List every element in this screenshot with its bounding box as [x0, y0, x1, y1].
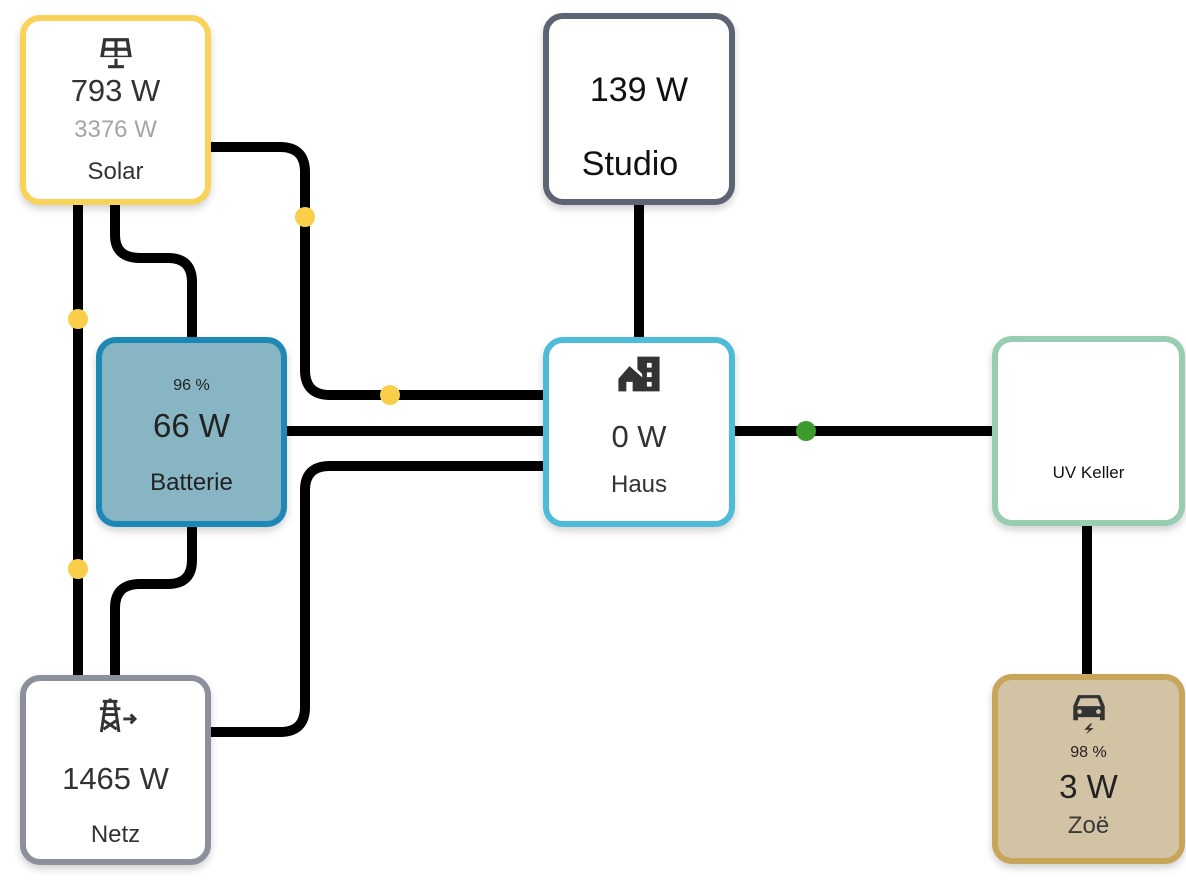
home-label: Haus [610, 471, 668, 498]
keller-label: UV Keller [1052, 463, 1125, 482]
keller-node[interactable]: UV Keller [992, 336, 1185, 526]
grid-label: Netz [90, 821, 141, 848]
flow-line-solar-battery [110, 205, 197, 337]
home-city-icon [549, 355, 729, 393]
zoe-power: 3 W [1059, 768, 1118, 805]
solar-total: 3376 W [74, 116, 157, 143]
battery-percent: 96 % [173, 377, 210, 394]
flow-line-solar-home [211, 142, 543, 400]
solar-power: 793 W [70, 73, 161, 108]
home-power: 0 W [611, 419, 667, 454]
car-electric-icon [998, 692, 1179, 736]
grid-power: 1465 W [62, 761, 169, 796]
battery-node[interactable]: 96 % 66 W Batterie [96, 337, 287, 527]
flow-line-grid-home [211, 461, 543, 737]
flow-dot-solar-grid [68, 309, 88, 329]
flow-dot-solar-home [380, 385, 400, 405]
zoe-label: Zoë [1067, 812, 1110, 839]
battery-label: Batterie [150, 469, 233, 496]
home-node[interactable]: 0 W Haus [543, 337, 735, 527]
zoe-percent: 98 % [1070, 744, 1107, 761]
flow-dot-home-keller [796, 421, 816, 441]
flow-dot-solar-home [295, 207, 315, 227]
grid-node[interactable]: 1465 W Netz [20, 675, 211, 865]
studio-node[interactable]: 139 W Studio [543, 13, 735, 205]
studio-power: 139 W [589, 71, 689, 109]
zoe-node[interactable]: 98 % 3 W Zoë [992, 674, 1185, 864]
solar-label: Solar [87, 158, 144, 185]
solar-panel-icon [26, 35, 205, 73]
transmission-tower-export-icon [26, 697, 205, 735]
battery-power: 66 W [152, 407, 231, 444]
studio-label: Studio [581, 145, 679, 183]
solar-node[interactable]: 793 W 3376 W Solar [20, 15, 211, 205]
flow-dot-solar-grid [68, 559, 88, 579]
flow-line-battery-grid [110, 527, 197, 675]
